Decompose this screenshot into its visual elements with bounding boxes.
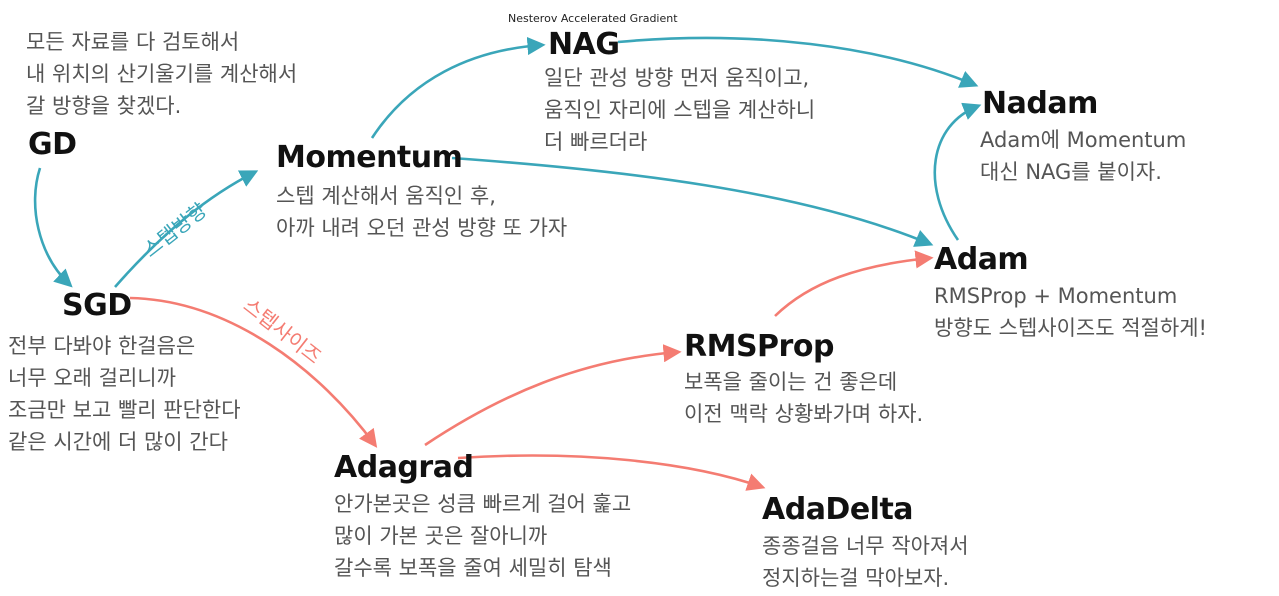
momentum-desc-line: 스텝 계산해서 움직인 후, — [276, 184, 496, 208]
adam-description: RMSProp + Momentum 방향도 스텝사이즈도 적절하게! — [934, 280, 1207, 344]
gd-desc-line: 모든 자료를 다 검토해서 — [26, 30, 240, 54]
nadam-title: Nadam — [982, 86, 1098, 121]
sgd-desc-line: 너무 오래 걸리니까 — [8, 366, 176, 390]
gd-desc-line: 내 위치의 산기울기를 계산해서 — [26, 62, 298, 86]
adam-desc-line: 방향도 스텝사이즈도 적절하게! — [934, 316, 1207, 340]
nag-desc-line: 더 빠르더라 — [544, 130, 648, 154]
edge-adagrad-adadelta — [457, 454, 766, 491]
nag-description: 일단 관성 방향 먼저 움직이고, 움직인 자리에 스텝을 계산하니 더 빠르더… — [544, 62, 815, 158]
adam-title: Adam — [934, 242, 1029, 277]
sgd-desc-line: 조금만 보고 빨리 판단한다 — [8, 398, 241, 422]
edge-gd-sgd — [33, 167, 73, 288]
sgd-description: 전부 다봐야 한걸음은 너무 오래 걸리니까 조금만 보고 빨리 판단한다 같은… — [8, 330, 241, 458]
momentum-desc-line: 아까 내려 오던 관성 방향 또 가자 — [276, 216, 568, 240]
rmsprop-description: 보폭을 줄이는 건 좋은데 이전 맥락 상황봐가며 하자. — [684, 366, 923, 430]
adagrad-desc-line: 많이 가본 곳은 잘아니까 — [334, 524, 548, 548]
nadam-desc-line: Adam에 Momentum — [980, 128, 1187, 152]
adagrad-title: Adagrad — [334, 450, 474, 485]
rmsprop-desc-line: 이전 맥락 상황봐가며 하자. — [684, 402, 924, 426]
rmsprop-desc-line: 보폭을 줄이는 건 좋은데 — [684, 370, 898, 394]
sgd-desc-line: 같은 시간에 더 많이 간다 — [8, 430, 228, 454]
nadam-desc-line: 대신 NAG를 붙이자. — [980, 160, 1162, 184]
adam-desc-line: RMSProp + Momentum — [934, 284, 1178, 308]
momentum-title: Momentum — [276, 140, 463, 175]
momentum-description: 스텝 계산해서 움직인 후, 아까 내려 오던 관성 방향 또 가자 — [276, 180, 567, 244]
nadam-description: Adam에 Momentum 대신 NAG를 붙이자. — [980, 124, 1186, 188]
sgd-desc-line: 전부 다봐야 한걸음은 — [8, 334, 196, 358]
gd-title: GD — [28, 127, 77, 162]
edge-sgd-momentum — [114, 170, 259, 288]
edge-nag-nadam — [617, 36, 979, 88]
nag-desc-line: 움직인 자리에 스텝을 계산하니 — [544, 98, 816, 122]
edge-rmsprop-adam — [774, 250, 934, 317]
gd-description: 모든 자료를 다 검토해서 내 위치의 산기울기를 계산해서 갈 방향을 찾겠다… — [26, 26, 297, 122]
edge-adam-nadam — [933, 102, 982, 241]
adadelta-desc-line: 정지하는걸 막아보자. — [762, 566, 950, 590]
edge-adagrad-rmsprop — [424, 344, 682, 447]
edge-sgd-adagrad — [129, 296, 378, 448]
nag-title: NAG — [548, 27, 620, 62]
adadelta-title: AdaDelta — [762, 492, 914, 527]
rmsprop-title: RMSProp — [684, 329, 834, 364]
sgd-title: SGD — [62, 288, 132, 323]
nag-subtitle: Nesterov Accelerated Gradient — [508, 12, 678, 25]
adadelta-desc-line: 종종걸음 너무 작아져서 — [762, 534, 969, 558]
adagrad-description: 안가본곳은 성큼 빠르게 걸어 훑고 많이 가본 곳은 잘아니까 갈수록 보폭을… — [334, 488, 631, 584]
adadelta-description: 종종걸음 너무 작아져서 정지하는걸 막아보자. — [762, 530, 969, 594]
edge-momentum-nag — [370, 36, 546, 139]
gd-desc-line: 갈 방향을 찾겠다. — [26, 94, 182, 118]
adagrad-desc-line: 안가본곳은 성큼 빠르게 걸어 훑고 — [334, 492, 632, 516]
edge-momentum-adam — [451, 156, 934, 247]
adagrad-desc-line: 갈수록 보폭을 줄여 세밀히 탐색 — [334, 556, 612, 580]
nag-desc-line: 일단 관성 방향 먼저 움직이고, — [544, 66, 810, 90]
